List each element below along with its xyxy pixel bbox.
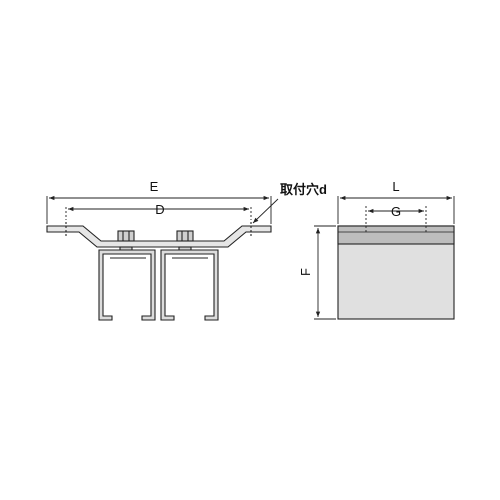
label-L: L bbox=[392, 179, 399, 194]
right-channel bbox=[160, 249, 219, 321]
front-view bbox=[46, 222, 272, 321]
label-E: E bbox=[150, 179, 159, 194]
dimension-D bbox=[65, 206, 252, 220]
top-band bbox=[337, 225, 455, 245]
label-F: F bbox=[298, 268, 313, 276]
left-channel bbox=[98, 249, 156, 321]
label-G: G bbox=[391, 204, 401, 219]
label-D: D bbox=[155, 202, 164, 217]
dimension-F bbox=[314, 225, 336, 320]
dimension-G bbox=[365, 206, 427, 234]
dimension-E bbox=[46, 195, 272, 224]
hole-leader bbox=[252, 198, 279, 224]
mounting-plate bbox=[46, 225, 272, 248]
dimension-L bbox=[337, 195, 455, 224]
side-view bbox=[337, 225, 455, 320]
label-mounting-hole: 取付穴d bbox=[280, 182, 327, 197]
